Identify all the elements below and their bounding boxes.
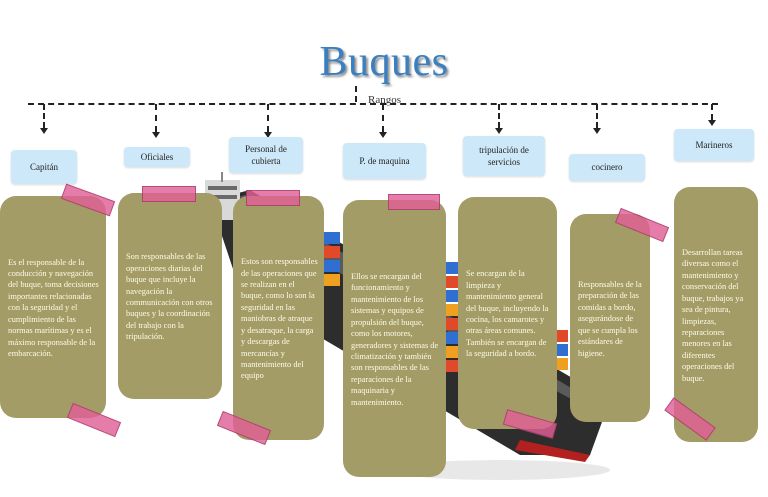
card-text: Responsables de la preparación de las co… <box>578 280 642 358</box>
arrow-down-icon <box>708 120 716 126</box>
connector-capitan <box>43 104 45 128</box>
connector-personal-cubierta <box>267 104 269 132</box>
rank-label-personal-cubierta: Personal de cubierta <box>229 137 303 173</box>
tape-decoration <box>388 194 440 210</box>
rank-label-p-maquina: P. de maquina <box>343 143 426 179</box>
card-oficiales: Son responsables de las operaciones diar… <box>118 193 222 399</box>
card-text: Estos son responsables de las operacione… <box>241 257 318 381</box>
rank-label-marineros: Marineros <box>674 129 754 161</box>
arrow-down-icon <box>152 132 160 138</box>
horizontal-connector <box>28 103 718 105</box>
rank-label-capitan: Capitán <box>11 150 77 184</box>
arrow-down-icon <box>593 128 601 134</box>
arrow-down-icon <box>264 132 272 138</box>
card-capitan: Es el responsable de la conducción y nav… <box>0 196 106 418</box>
connector-oficiales <box>155 104 157 132</box>
connector-cocinero <box>596 104 598 128</box>
rank-label-tripulacion-servicios: tripulación de servicios <box>463 136 545 176</box>
card-text: Son responsables de las operaciones diar… <box>126 252 213 342</box>
page-title: Buques <box>319 39 449 85</box>
card-text: Es el responsable de la conducción y nav… <box>8 257 99 358</box>
card-text: Se encargan de la limpieza y mantenimien… <box>466 269 549 359</box>
connector-marineros <box>711 104 713 120</box>
title-connector <box>355 86 357 102</box>
connector-tripulacion <box>498 104 500 128</box>
card-tripulacion-servicios: Se encargan de la limpieza y mantenimien… <box>458 197 557 429</box>
rank-label-oficiales: Oficiales <box>124 147 190 167</box>
arrow-down-icon <box>379 132 387 138</box>
arrow-down-icon <box>40 128 48 134</box>
connector-p-maquina <box>382 104 384 132</box>
card-personal-cubierta: Estos son responsables de las operacione… <box>233 196 324 440</box>
card-cocinero: Responsables de la preparación de las co… <box>570 214 650 422</box>
card-text: Desarrollan tareas diversas como el mant… <box>682 247 744 383</box>
card-text: Ellos se encargan del funcionamiento y m… <box>351 271 439 407</box>
card-p-maquina: Ellos se encargan del funcionamiento y m… <box>343 200 446 477</box>
card-marineros: Desarrollan tareas diversas como el mant… <box>674 187 758 442</box>
rank-label-cocinero: cocinero <box>569 154 645 181</box>
tape-decoration <box>142 186 196 202</box>
arrow-down-icon <box>495 128 503 134</box>
tape-decoration <box>246 190 300 206</box>
